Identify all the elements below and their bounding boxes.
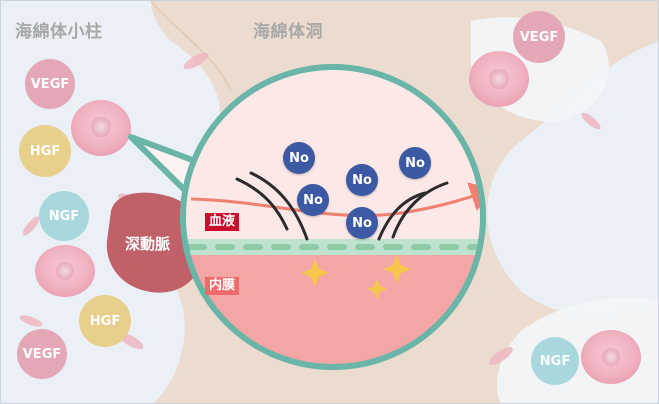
blood-tag: 血液 [205,213,240,231]
no-molecule: No [346,164,378,196]
vegf-circle: VEGF [513,11,565,63]
sparkles [301,255,411,299]
hgf-circle: HGF [79,295,131,347]
blood-flow-arrow [190,182,483,218]
ngf-circle: NGF [39,191,89,241]
no-molecule: No [346,207,378,239]
zoom-circle [180,64,486,370]
no-molecule: No [283,142,315,174]
vegf-circle: VEGF [17,329,67,379]
artery-label: 深動脈 [125,235,171,253]
vegf-circle: VEGF [25,59,75,109]
background-cells [35,51,641,384]
intima-tag: 内膜 [205,277,240,295]
deep-artery [106,192,203,293]
no-molecule: No [399,147,431,179]
hgf-circle: HGF [19,125,71,177]
no-molecule: No [297,184,329,216]
release-lines [235,171,449,241]
sinus-label: 海綿体洞 [253,22,323,42]
ngf-circle: NGF [531,337,579,385]
trabecula-label: 海綿体小柱 [15,22,103,42]
